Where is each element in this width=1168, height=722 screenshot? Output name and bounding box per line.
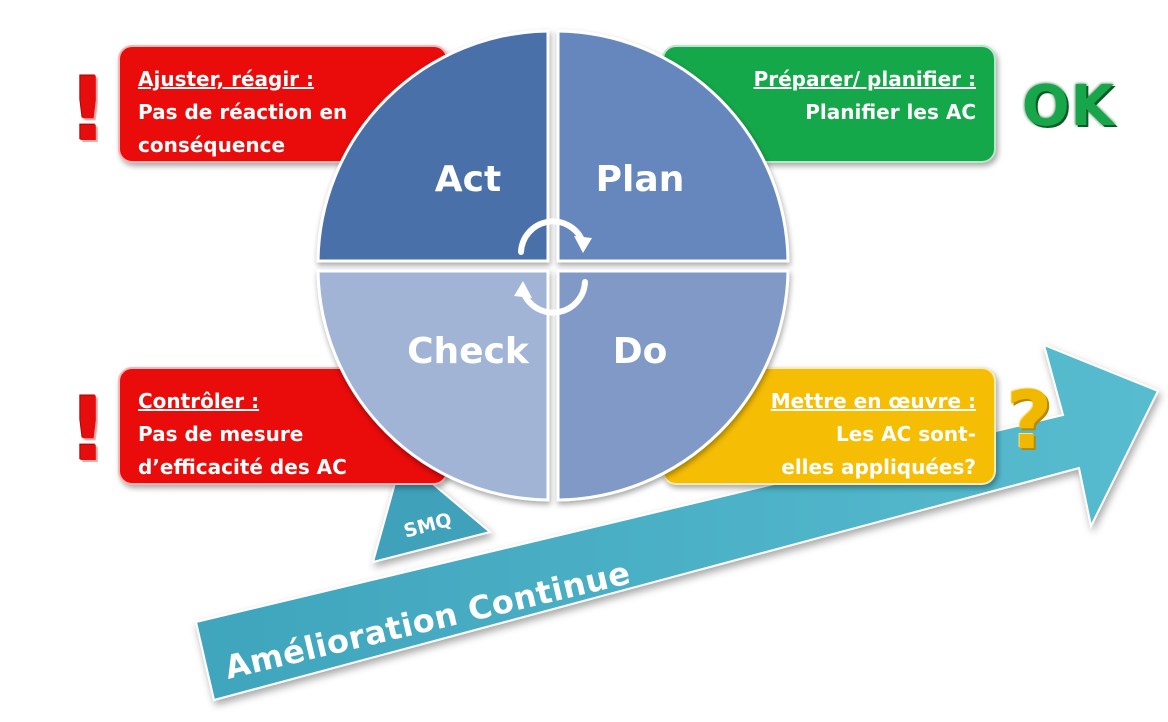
check-box: Contrôler : Pas de mesure d’efficacité d…: [118, 367, 448, 485]
do-line-1: Les AC sont-: [835, 422, 976, 446]
act-line-1: Pas de réaction en: [138, 100, 348, 124]
check-label: Check: [407, 331, 530, 372]
cycle-arrows-icon: [518, 218, 588, 316]
warning-check-icon: !: [68, 378, 109, 481]
check-heading: Contrôler :: [138, 389, 260, 413]
act-label: Act: [435, 159, 501, 200]
act-line-2: conséquence: [138, 133, 286, 157]
warning-act-icon: !: [68, 58, 109, 161]
check-quadrant: [316, 269, 550, 502]
cycle-arrowhead-top-icon: [574, 236, 592, 253]
improvement-arrow: [194, 343, 1160, 702]
check-line-2: d’efficacité des AC: [138, 455, 347, 479]
plan-heading: Préparer/ planifier :: [753, 67, 976, 91]
plan-label: Plan: [596, 159, 685, 200]
act-heading: Ajuster, réagir :: [138, 67, 315, 91]
do-status-question-icon: ?: [1006, 374, 1053, 467]
do-label: Do: [613, 331, 668, 372]
act-quadrant: [316, 29, 550, 263]
plan-quadrant: [556, 29, 790, 263]
do-line-2: elles appliquées?: [781, 455, 976, 479]
check-line-1: Pas de mesure: [138, 422, 304, 446]
do-quadrant: [556, 269, 790, 502]
do-heading: Mettre en œuvre :: [770, 389, 976, 413]
plan-status-ok: OK: [1022, 74, 1115, 139]
cycle-arrowhead-bottom-icon: [514, 281, 532, 298]
plan-line-1: Planifier les AC: [805, 100, 976, 124]
